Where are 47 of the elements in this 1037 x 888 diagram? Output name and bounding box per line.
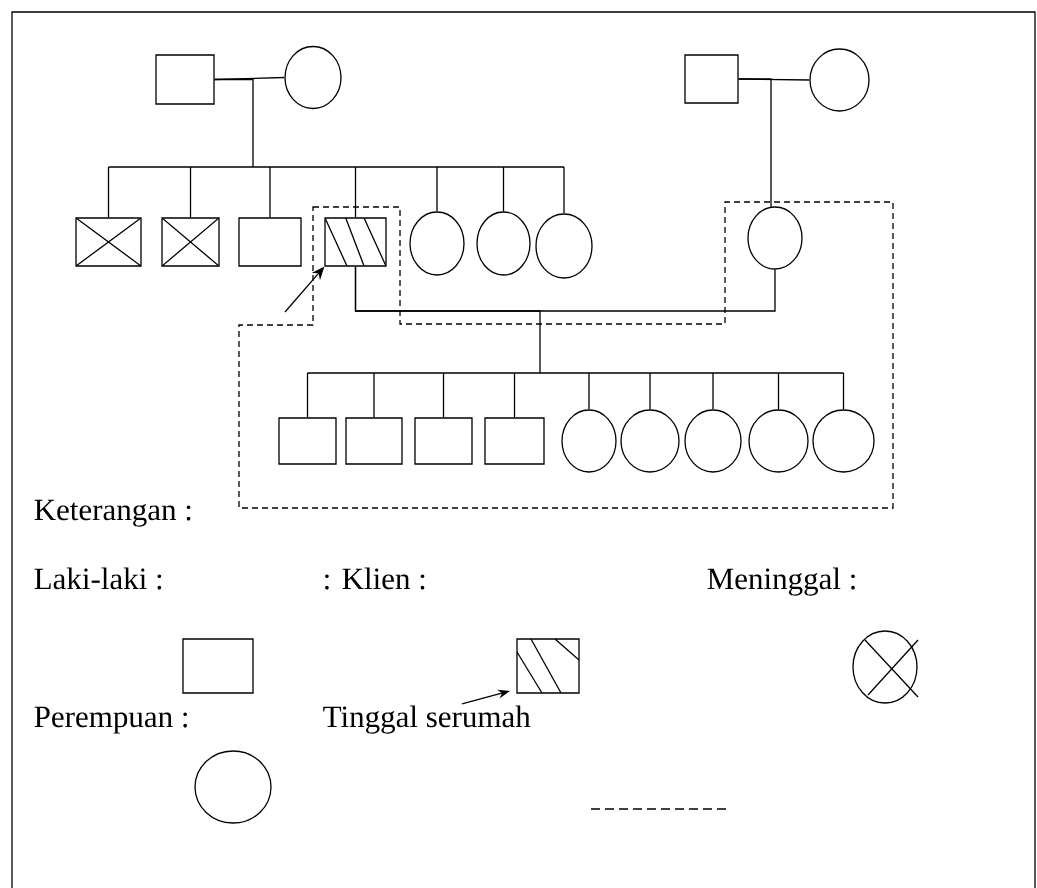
female-circle <box>535 213 593 279</box>
legend-item: : Klien : <box>325 567 580 705</box>
male-square <box>345 417 403 465</box>
child-line <box>442 372 445 418</box>
male-square <box>484 417 545 465</box>
child-line <box>189 166 192 218</box>
child-line <box>502 166 505 212</box>
child-line <box>354 166 357 218</box>
child-line <box>649 372 651 410</box>
legend-item: Tinggal serumah <box>323 705 727 810</box>
legend-item: Laki-laki : <box>34 567 254 694</box>
child-line <box>563 166 565 214</box>
family-line <box>107 78 565 168</box>
client-square <box>324 217 387 267</box>
female-circle <box>748 409 809 473</box>
male-square <box>238 217 302 267</box>
female-circle <box>561 409 617 473</box>
child-line <box>513 372 516 418</box>
female-circle <box>684 409 742 473</box>
child-line <box>712 372 714 410</box>
female-circle <box>620 409 680 473</box>
legend-heading: Keterangan : <box>34 499 191 527</box>
child-line <box>436 166 438 212</box>
legend-item: Perempuan : <box>34 706 272 824</box>
female-circle <box>476 211 531 276</box>
family-line <box>214 76 285 81</box>
female-circle <box>284 45 342 110</box>
female-circle <box>812 409 875 473</box>
family-line <box>354 266 776 312</box>
male-square <box>684 54 739 104</box>
child-line <box>373 372 375 418</box>
male-square <box>414 417 473 465</box>
male-square <box>278 417 337 465</box>
child-line <box>306 372 309 418</box>
child-line <box>588 372 590 410</box>
female-circle <box>809 48 870 112</box>
child-line <box>777 372 780 410</box>
child-line <box>107 166 110 218</box>
female-circle <box>409 211 465 276</box>
family-line <box>738 78 772 208</box>
child-line <box>269 166 271 218</box>
child-line <box>842 372 845 410</box>
male-square <box>155 54 215 105</box>
deceased-square <box>75 217 142 267</box>
legend-item: Meninggal : <box>707 567 919 704</box>
female-circle <box>747 206 803 270</box>
deceased-square <box>161 217 220 267</box>
